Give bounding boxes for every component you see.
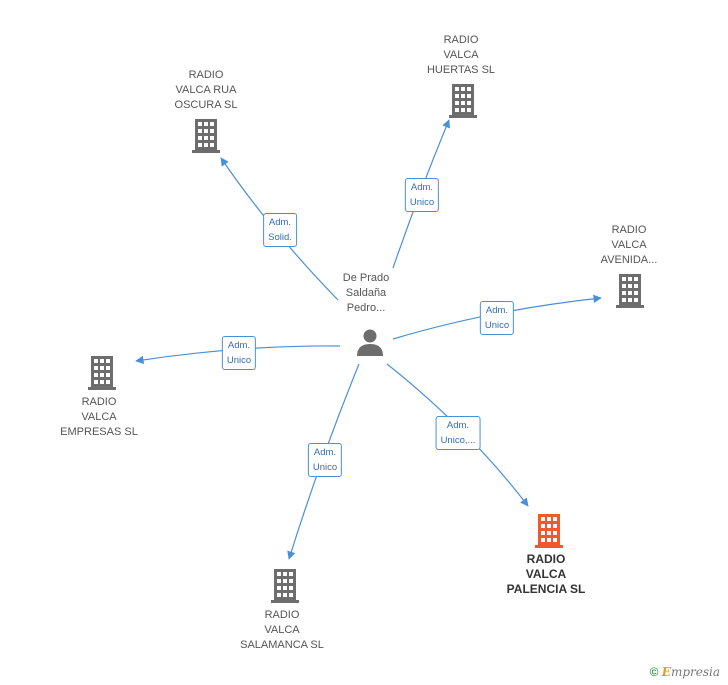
company-name-line: OSCURA SL: [174, 99, 238, 111]
brand-initial: E: [661, 665, 671, 679]
building-icon-highlighted[interactable]: [535, 514, 563, 553]
brand-rest: mpresia: [670, 665, 720, 679]
company-name-line: RADIO: [188, 69, 224, 81]
brand-logo: Empresia: [662, 665, 720, 679]
person-name-line: Saldaña: [345, 287, 387, 299]
relation-role: Adm.: [313, 447, 337, 458]
relation-badge-palencia[interactable]: Adm. Unico,...: [435, 416, 481, 450]
company-name-line: RADIO: [443, 34, 479, 46]
copyright-footer: © Empresia: [650, 665, 720, 679]
company-name-line: RADIO: [611, 224, 647, 236]
company-name-line: VALCA: [443, 49, 479, 61]
company-name-line: RADIO: [264, 609, 300, 621]
company-label-empresas[interactable]: RADIO VALCA EMPRESAS SL: [60, 395, 138, 440]
relation-type: Unico: [226, 355, 252, 366]
company-name-line: VALCA RUA: [175, 84, 237, 96]
company-name-line: AVENIDA...: [600, 254, 658, 266]
relation-type: Unico,...: [440, 435, 476, 446]
person-name-line: Pedro...: [346, 302, 386, 314]
building-icon[interactable]: [88, 356, 116, 395]
company-label-palencia[interactable]: RADIO VALCA PALENCIA SL: [507, 552, 586, 597]
company-name-line: VALCA: [525, 567, 567, 581]
relation-type: Solid.: [268, 232, 292, 243]
relation-role: Adm.: [485, 305, 509, 316]
relation-badge-avenida[interactable]: Adm. Unico: [479, 301, 515, 335]
building-icon[interactable]: [192, 119, 220, 158]
company-name-line: RADIO: [526, 552, 566, 566]
company-label-salamanca[interactable]: RADIO VALCA SALAMANCA SL: [240, 608, 324, 653]
relation-type: Unico: [312, 462, 338, 473]
building-icon[interactable]: [449, 84, 477, 123]
relation-badge-rua-oscura[interactable]: Adm. Solid.: [263, 213, 297, 247]
company-name-line: RADIO: [81, 396, 117, 408]
copyright-icon: ©: [649, 665, 659, 679]
company-name-line: SALAMANCA SL: [240, 639, 324, 651]
relation-role: Adm.: [446, 420, 470, 431]
relation-badge-salamanca[interactable]: Adm. Unico: [307, 443, 343, 477]
company-name-line: PALENCIA SL: [506, 582, 586, 596]
relation-badge-empresas[interactable]: Adm. Unico: [221, 336, 257, 370]
person-name[interactable]: De Prado Saldaña Pedro...: [343, 271, 389, 316]
person-name-line: De Prado: [342, 272, 390, 284]
relation-role: Adm.: [410, 182, 434, 193]
company-name-line: EMPRESAS SL: [60, 426, 138, 438]
relation-badge-huertas[interactable]: Adm. Unico: [404, 178, 440, 212]
company-name-line: VALCA: [611, 239, 647, 251]
relation-role: Adm.: [268, 217, 292, 228]
company-name-line: VALCA: [264, 624, 300, 636]
relation-type: Unico: [409, 197, 435, 208]
building-icon[interactable]: [271, 569, 299, 608]
company-label-avenida[interactable]: RADIO VALCA AVENIDA...: [601, 223, 658, 268]
company-name-line: VALCA: [81, 411, 117, 423]
person-icon[interactable]: [355, 327, 385, 362]
company-name-line: HUERTAS SL: [426, 64, 496, 76]
building-icon[interactable]: [616, 274, 644, 313]
relation-role: Adm.: [227, 340, 251, 351]
company-label-huertas[interactable]: RADIO VALCA HUERTAS SL: [427, 33, 495, 78]
relation-type: Unico: [484, 320, 510, 331]
company-label-rua-oscura[interactable]: RADIO VALCA RUA OSCURA SL: [175, 68, 238, 113]
